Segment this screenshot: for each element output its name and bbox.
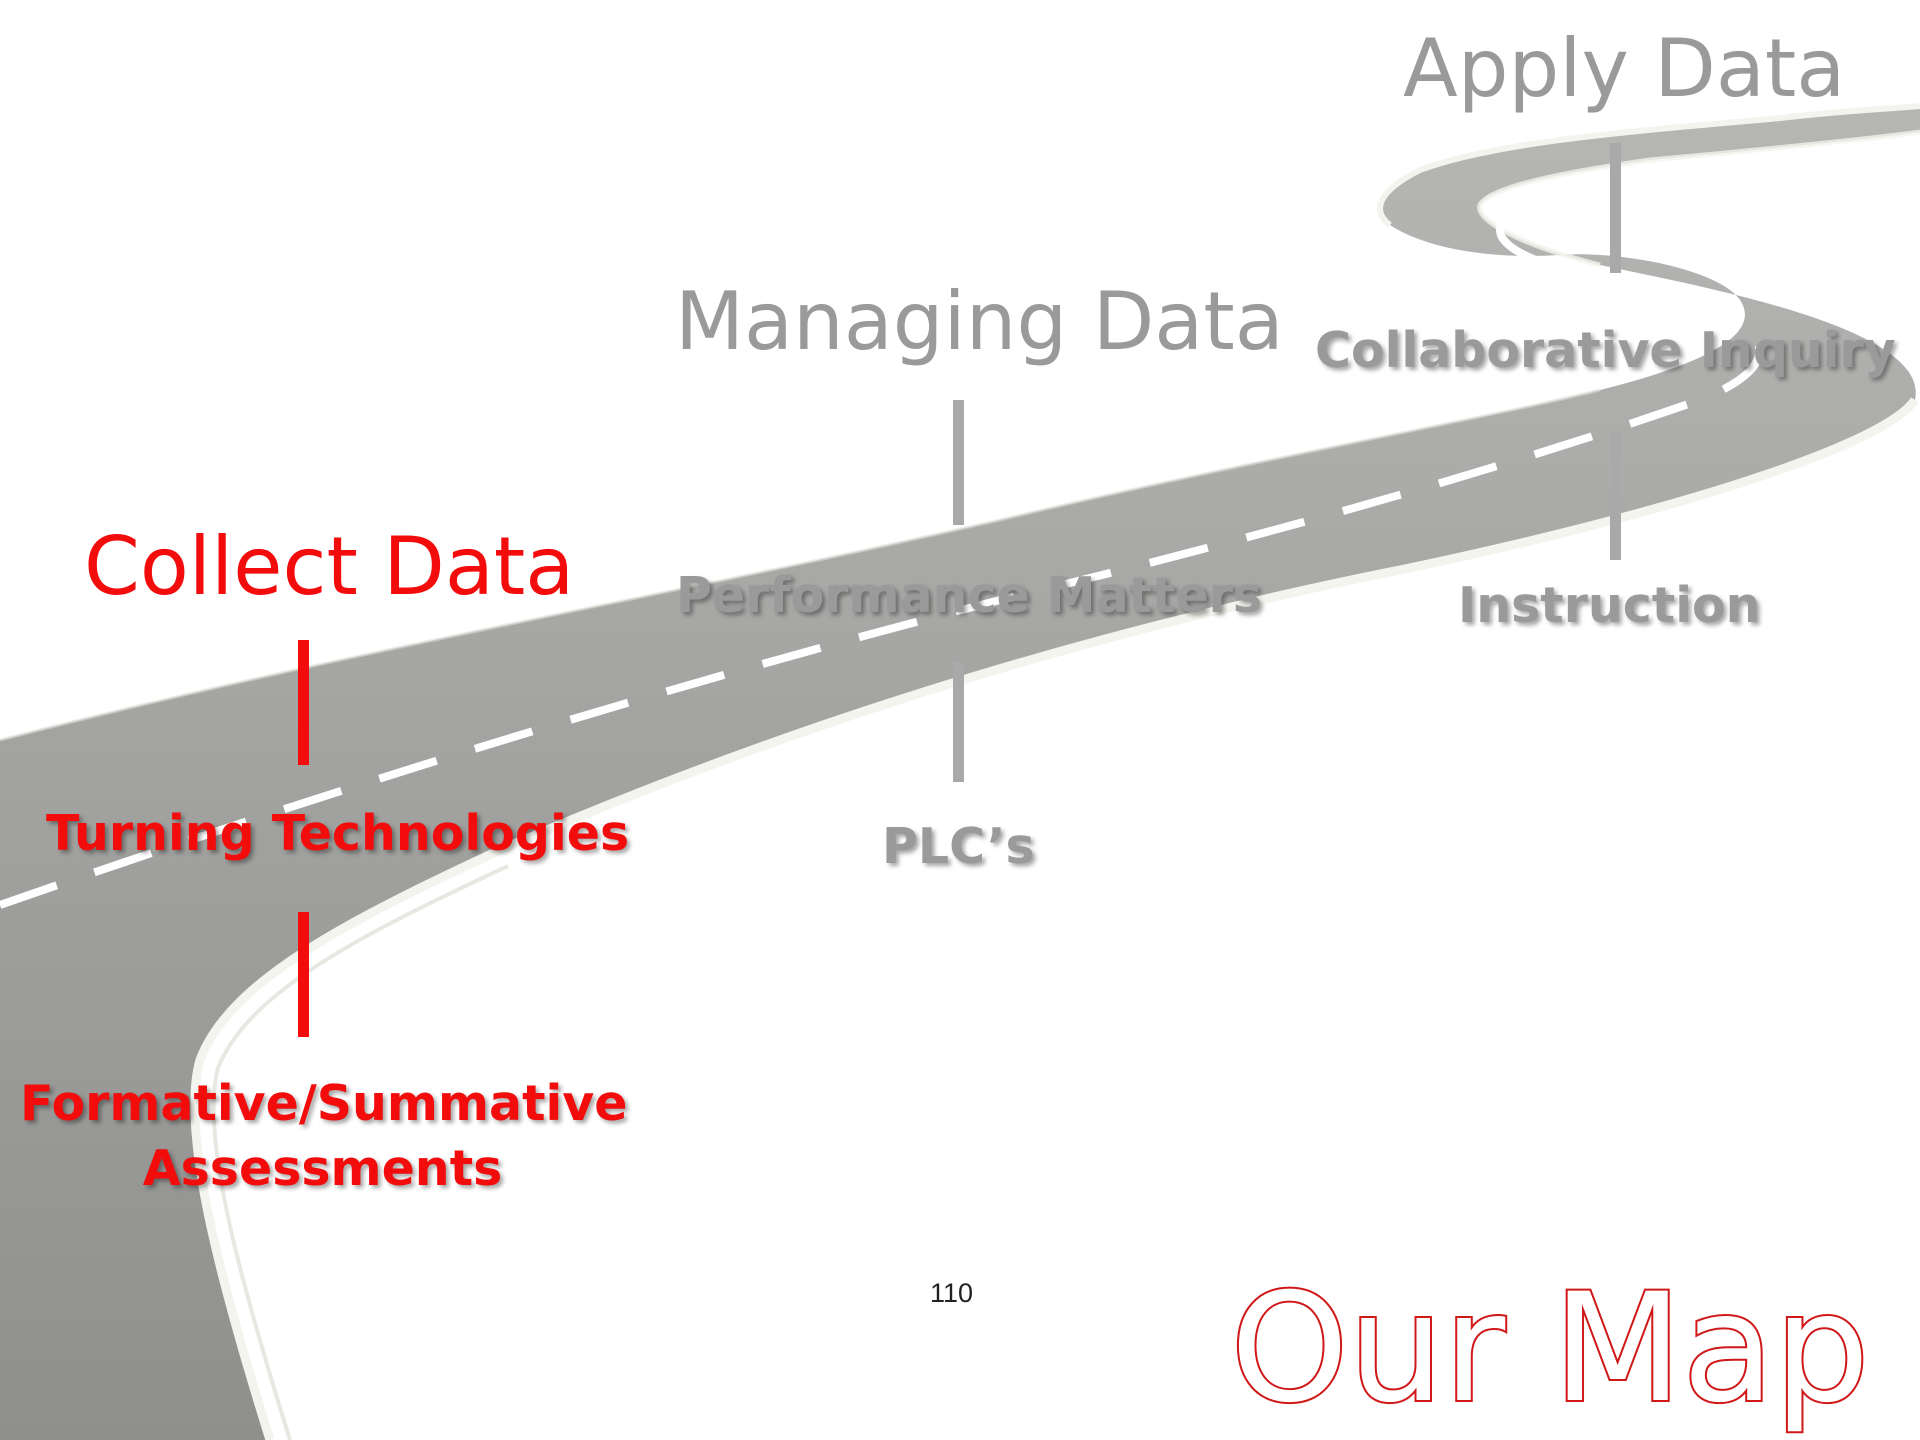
stage-item-instruction: Instruction <box>1458 577 1761 634</box>
stage-item-assessments: Formative/Summative Assessments <box>20 1075 628 1197</box>
road-edge-line <box>0 388 1601 742</box>
connector-bar <box>298 912 309 1037</box>
page-number: 110 <box>930 1278 974 1308</box>
stage-tool-performance-matters: Performance Matters <box>676 567 1263 624</box>
connector-bar <box>1610 432 1621 560</box>
road-edge-line <box>211 864 509 1440</box>
connector-bar <box>1610 143 1621 273</box>
connector-bar <box>953 662 964 782</box>
road-surface <box>0 106 1920 1440</box>
slide-title-text: Our Map <box>1230 1262 1869 1436</box>
stage-item-plcs: PLC’s <box>882 818 1035 875</box>
road-edge-line <box>190 397 1919 1440</box>
connector-bar <box>298 640 309 765</box>
stage-title-apply-data: Apply Data <box>1403 22 1846 115</box>
stage-item-line: Formative/Summative <box>20 1075 628 1132</box>
stage-title-collect-data: Collect Data <box>84 520 575 613</box>
stage-tool-collaborative-inquiry: Collaborative Inquiry <box>1315 322 1896 379</box>
road-center-dashes <box>0 136 1920 909</box>
stage-tool-turning-technologies: Turning Technologies <box>46 805 630 862</box>
stage-item-line: Assessments <box>142 1140 503 1197</box>
stage-title-managing-data: Managing Data <box>675 275 1284 368</box>
road-edge-line <box>1377 103 1920 228</box>
connector-bar <box>953 400 964 525</box>
slide-title: Our Map <box>1228 1260 1871 1438</box>
